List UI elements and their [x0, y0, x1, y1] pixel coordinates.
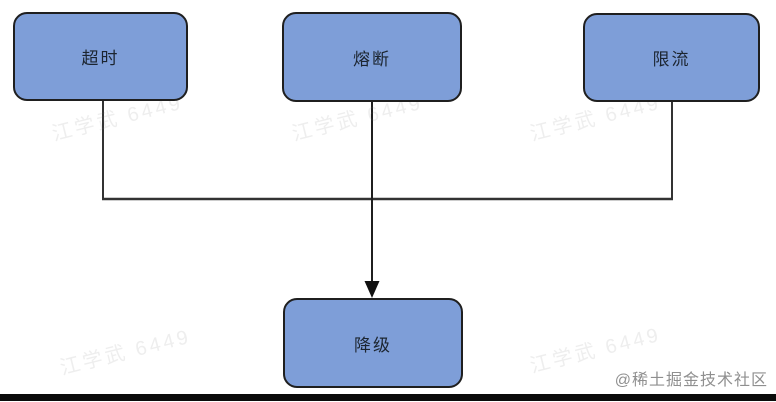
- watermark-text: 江学武 6449: [57, 325, 194, 380]
- node-degrade: 降级: [283, 298, 463, 388]
- arrowhead-icon: [364, 281, 380, 298]
- community-credit: @稀土掘金技术社区: [614, 372, 768, 389]
- node-timeout: 超时: [13, 12, 188, 101]
- node-circuit-break: 熔断: [282, 12, 462, 102]
- node-circuit-break-label: 熔断: [353, 49, 391, 69]
- node-rate-limit: 限流: [583, 13, 760, 102]
- node-rate-limit-label: 限流: [652, 50, 691, 69]
- bottom-bar: [0, 394, 776, 401]
- node-timeout-label: 超时: [81, 49, 120, 68]
- node-degrade-label: 降级: [354, 335, 392, 355]
